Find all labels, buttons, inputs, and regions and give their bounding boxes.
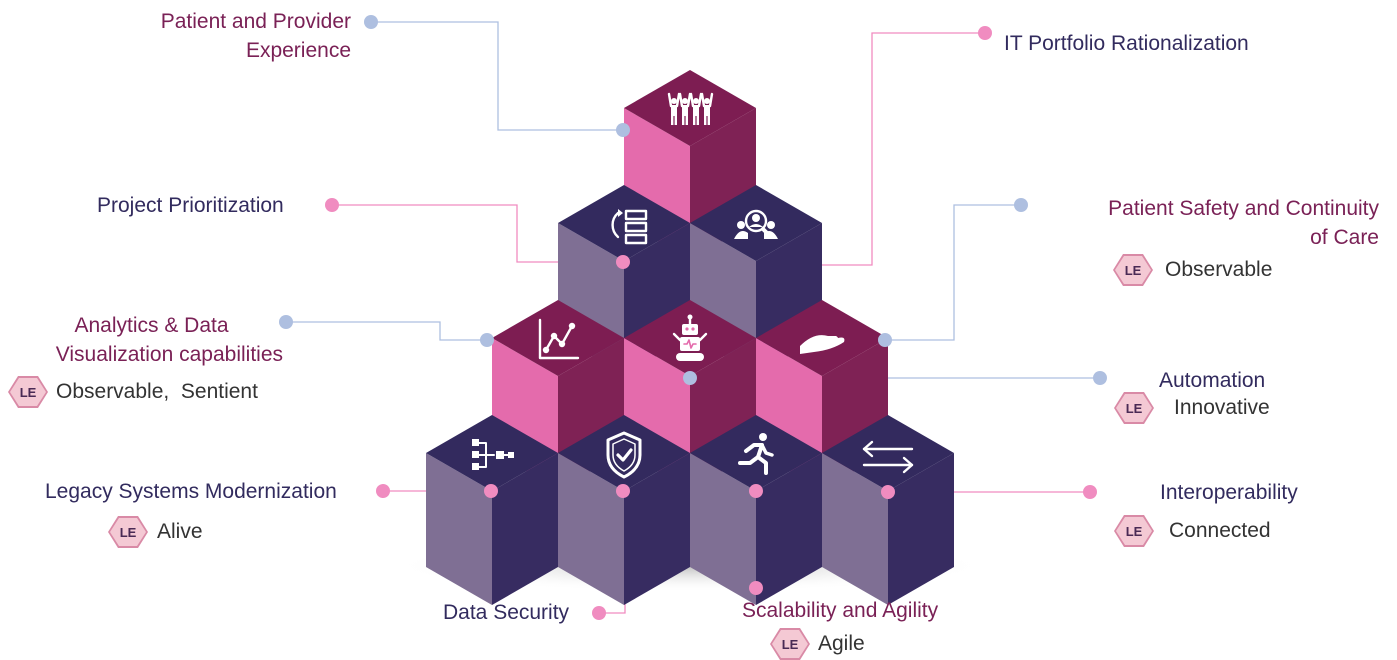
le-badge-text: LE [1115,256,1151,284]
le-badge-text: LE [1116,394,1152,422]
label-data-security: Data Security [443,601,570,624]
dot-patient-provider-end [364,15,378,29]
dot-project-prioritization-cube [616,255,630,269]
tag-automation-text: Innovative [1174,396,1270,419]
robot-icon [672,314,708,361]
label-automation: Automation [1159,369,1266,392]
running-person-icon [738,433,774,475]
cube [558,415,690,605]
cube [426,415,558,605]
dot-data-security-end [592,606,606,620]
tag-scalability: LE Agile [770,628,865,660]
tag-automation: LE Innovative [1114,392,1270,424]
analytics-chart-icon [538,318,580,360]
dot-interoperability-cube [881,485,895,499]
dot-patient-safety-end [1014,198,1028,212]
dot-legacy-end [376,484,390,498]
cube-right-face [756,453,822,605]
tag-scalability-text: Agile [818,632,865,655]
cube-top-face [690,415,822,491]
connector-analytics [286,321,487,341]
people-raised-hands-icon [667,92,714,125]
cube-top-face [558,185,690,261]
dot-scalability-end [749,581,763,595]
dot-scalability-cube [749,484,763,498]
tag-analytics-text: Observable, Sentient [56,380,258,403]
label-analytics: Analytics & Data Visualization capabilit… [20,311,283,369]
dot-patient-provider-cube [616,123,630,137]
label-patient-provider: Patient and Provider Experience [108,7,351,65]
tag-legacy: LE Alive [108,516,203,548]
tag-interoperability: LE Connected [1114,515,1271,547]
cube-top-face [558,415,690,491]
tag-interoperability-text: Connected [1169,519,1271,542]
le-badge-text: LE [1116,517,1152,545]
dot-automation-end [1093,371,1107,385]
label-analytics-line1: Analytics & Data [74,314,229,337]
cube-top-face [822,415,954,491]
tag-patient-safety-text: Observable [1165,258,1273,281]
le-badge-text: LE [772,630,808,658]
dot-analytics-cube [480,333,494,347]
label-scalability: Scalability and Agility [742,599,939,622]
cube-stack [426,70,954,605]
tag-analytics: LE Observable, Sentient [8,376,258,408]
dot-it-portfolio-end [978,26,992,40]
cube-top-face [690,185,822,261]
label-patient-safety-line2: of Care [1310,226,1379,249]
label-patient-safety-line1: Patient Safety and Continuity [1108,197,1379,220]
le-badge-text: LE [110,518,146,546]
label-patient-safety: Patient Safety and Continuity of Care [1040,194,1379,252]
le-badge-text: LE [10,378,46,406]
cube-top-face [492,300,624,376]
dot-legacy-cube [484,484,498,498]
cube-right-face [624,453,690,605]
connector-dots [279,15,1107,620]
cube-left-face [426,453,492,605]
dot-project-prioritization-end [325,198,339,212]
connector-patient-safety [885,204,1021,341]
le-badge: LE [1114,392,1154,424]
tag-legacy-text: Alive [157,520,203,543]
dot-data-security-cube [616,484,630,498]
user-search-icon [734,209,778,239]
hierarchy-flow-icon [472,439,514,470]
cube [822,415,954,605]
cube-top-face [426,415,558,491]
connector-it-portfolio [820,32,985,266]
tag-patient-safety: LE Observable [1113,254,1272,286]
le-badge: LE [1114,515,1154,547]
label-patient-provider-line1: Patient and Provider [160,10,351,33]
cube-left-face [558,453,624,605]
cube-left-face [690,453,756,605]
dot-patient-safety-cube [878,333,892,347]
process-list-icon [611,209,648,245]
cube-top-face [624,70,756,146]
label-project-prioritization: Project Prioritization [97,194,284,217]
cube-left-face [822,453,888,605]
label-interoperability: Interoperability [1160,481,1298,504]
hand-care-icon [800,335,845,354]
cube-right-face [888,453,954,605]
label-legacy: Legacy Systems Modernization [45,480,337,503]
connector-patient-provider [371,21,623,131]
two-way-arrows-icon [862,440,914,474]
le-badge: LE [108,516,148,548]
dot-analytics-end [279,315,293,329]
label-it-portfolio: IT Portfolio Rationalization [1004,32,1249,55]
le-badge: LE [1113,254,1153,286]
le-badge: LE [770,628,810,660]
label-analytics-line2: Visualization capabilities [55,343,283,366]
cube-right-face [492,453,558,605]
dot-automation-cube [683,371,697,385]
shield-check-icon [606,431,642,479]
label-patient-provider-line2: Experience [245,39,351,62]
dot-interoperability-end [1083,485,1097,499]
cube [690,415,822,605]
le-badge: LE [8,376,48,408]
